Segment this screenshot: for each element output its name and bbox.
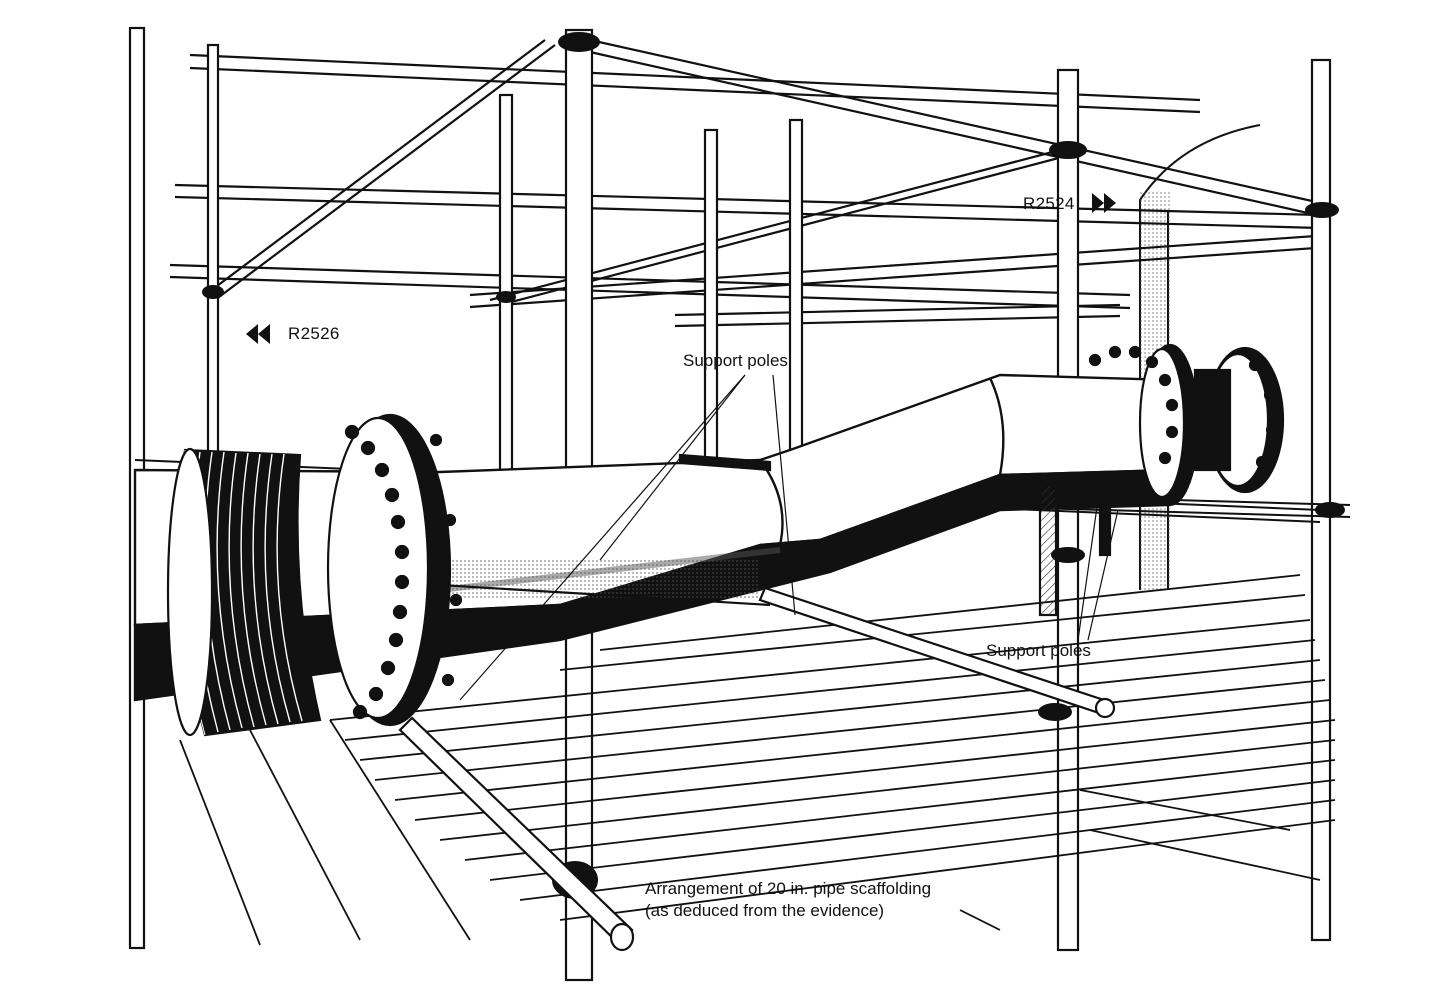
bellows [166, 447, 322, 737]
flange-right [1088, 343, 1285, 507]
upper-scaffold-grid [169, 38, 1331, 328]
ref-label-r2526: R2526 [288, 324, 340, 343]
caption-line-1: Arrangement of 20 in. pipe scaffolding [645, 879, 932, 898]
flange-left [326, 413, 463, 727]
floor-planks [179, 574, 1336, 946]
support-poles-label-top: Support poles [683, 351, 788, 370]
caption-line-2: (as deduced from the evidence) [645, 901, 885, 920]
ref-label-r2524: R2524 [1023, 194, 1075, 213]
support-poles-label-right: Support poles [986, 641, 1091, 660]
leader-lines [459, 374, 1119, 701]
caption: Arrangement of 20 in. pipe scaffolding (… [645, 878, 931, 922]
support-poles [398, 453, 1116, 952]
arrow-left-icon [246, 324, 270, 344]
arrow-right-icon [1092, 193, 1116, 213]
